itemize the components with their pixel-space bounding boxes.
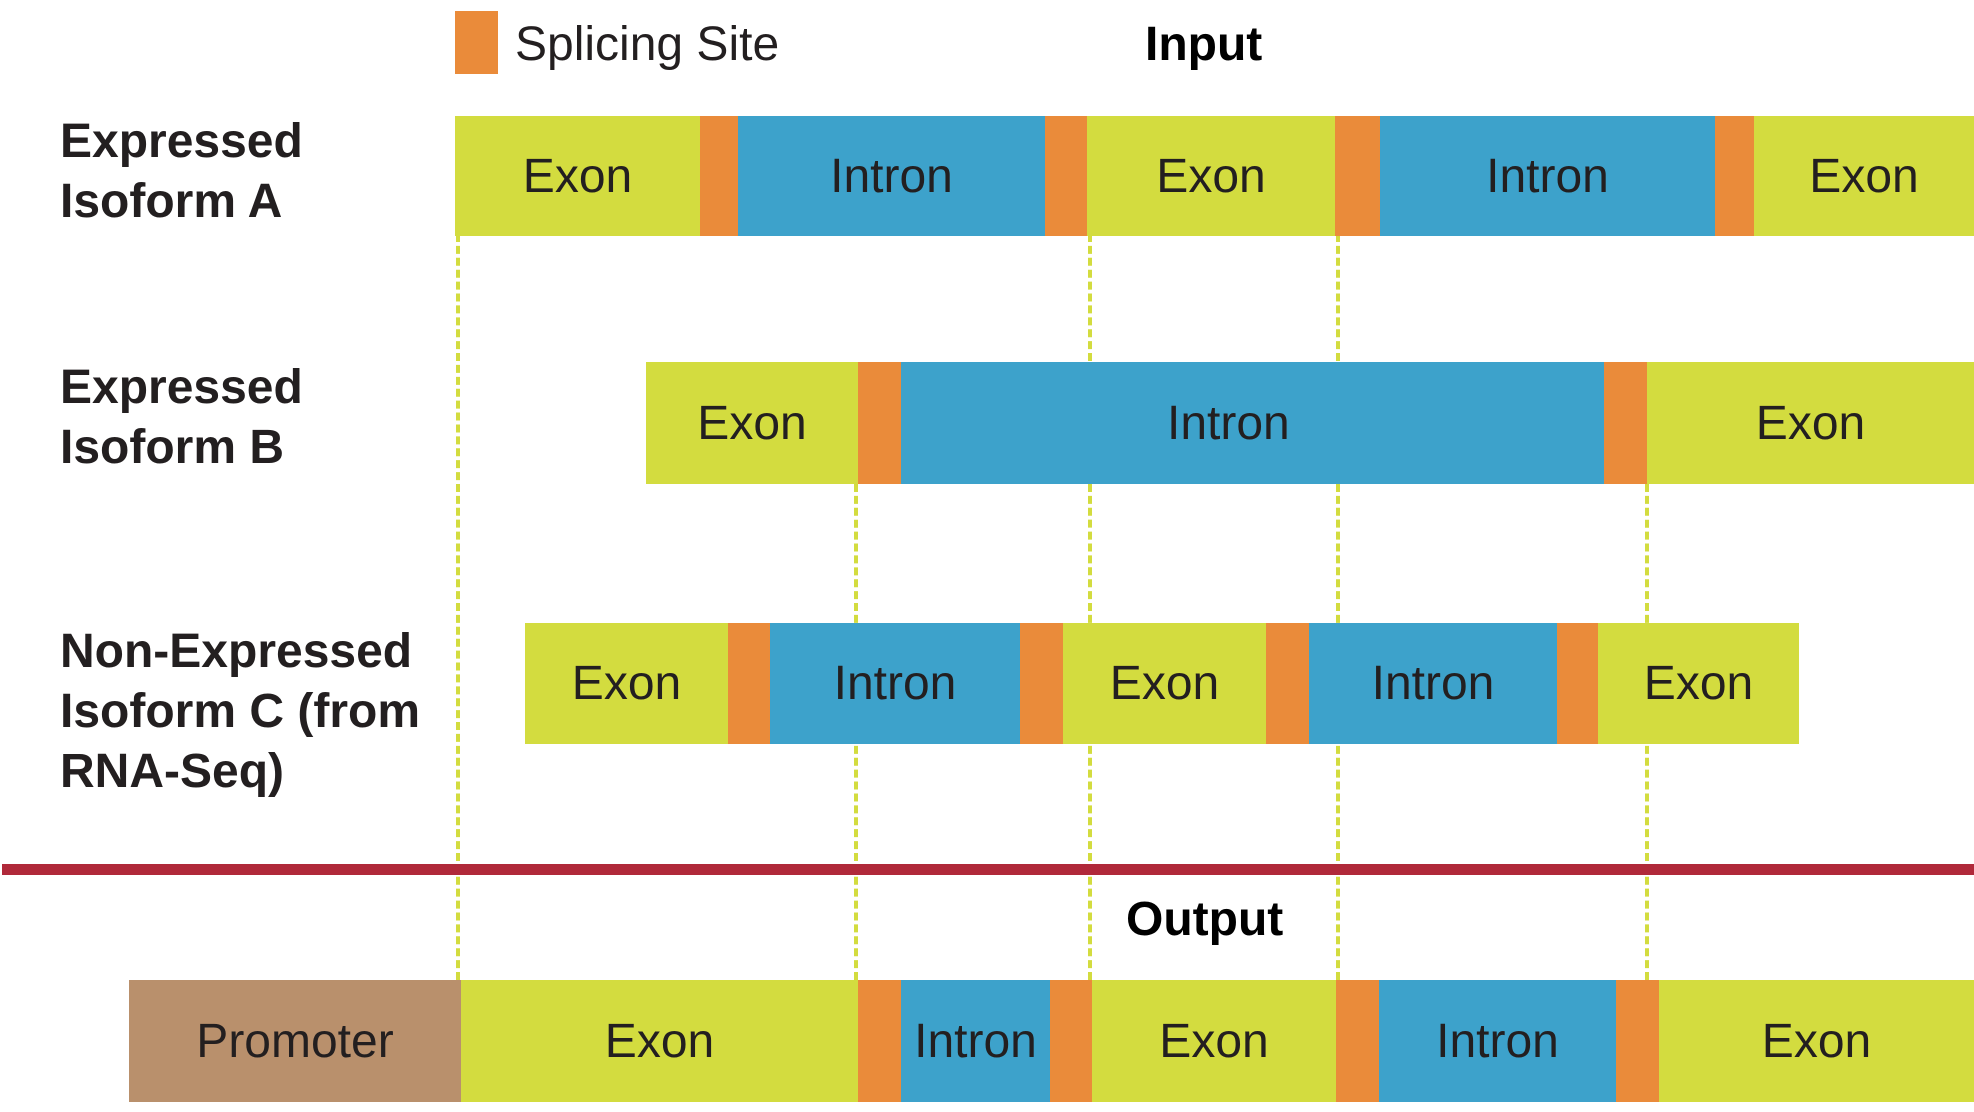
splicing-site-segment (700, 116, 738, 236)
intron-segment: Intron (738, 116, 1045, 236)
splicing-site-segment (858, 362, 901, 484)
splicing-site-segment (1020, 623, 1063, 744)
intron-segment: Intron (1309, 623, 1557, 744)
intron-segment: Intron (901, 980, 1050, 1102)
exon-segment: Exon (1092, 980, 1336, 1102)
row-label-isoform-b: Expressed Isoform B (60, 358, 303, 478)
exon-segment: Exon (1063, 623, 1266, 744)
input-output-divider (2, 864, 1974, 875)
intron-segment: Intron (1380, 116, 1715, 236)
alignment-guide (1336, 234, 1340, 980)
intron-segment: Intron (901, 362, 1604, 484)
splicing-site-segment (858, 980, 901, 1102)
row-label-line: RNA-Seq) (60, 745, 284, 798)
input-title: Input (1145, 18, 1263, 71)
promoter-segment: Promoter (129, 980, 461, 1102)
exon-segment: Exon (1659, 980, 1974, 1102)
splicing-site-segment (1266, 623, 1309, 744)
exon-segment: Exon (1598, 623, 1799, 744)
row-label-isoform-c: Non-Expressed Isoform C (from RNA-Seq) (60, 622, 420, 802)
legend-label: Splicing Site (515, 18, 780, 71)
exon-segment: Exon (455, 116, 700, 236)
splicing-site-segment (1336, 980, 1379, 1102)
exon-segment: Exon (1087, 116, 1335, 236)
row-label-line: Non-Expressed (60, 625, 413, 678)
exon-segment: Exon (646, 362, 858, 484)
splicing-site-legend-icon (455, 11, 498, 74)
splicing-site-segment (1604, 362, 1647, 484)
row-label-line: Expressed (60, 115, 303, 168)
splicing-site-segment (1050, 980, 1092, 1102)
alignment-guide (456, 234, 460, 980)
row-label-line: Isoform C (from (60, 685, 420, 738)
splicing-site-segment (1045, 116, 1087, 236)
splicing-site-segment (1715, 116, 1754, 236)
row-label-line: Isoform B (60, 421, 285, 474)
splicing-site-segment (728, 623, 770, 744)
exon-segment: Exon (1647, 362, 1974, 484)
row-label-line: Isoform A (60, 175, 283, 228)
splicing-site-segment (1335, 116, 1380, 236)
exon-segment: Exon (525, 623, 728, 744)
row-label-line: Expressed (60, 361, 303, 414)
intron-segment: Intron (1379, 980, 1616, 1102)
splicing-site-segment (1616, 980, 1659, 1102)
alignment-guide (1088, 234, 1092, 980)
row-label-isoform-a: Expressed Isoform A (60, 112, 303, 232)
intron-segment: Intron (770, 623, 1020, 744)
exon-segment: Exon (461, 980, 858, 1102)
splicing-site-segment (1557, 623, 1598, 744)
output-title: Output (1126, 893, 1284, 946)
exon-segment: Exon (1754, 116, 1974, 236)
